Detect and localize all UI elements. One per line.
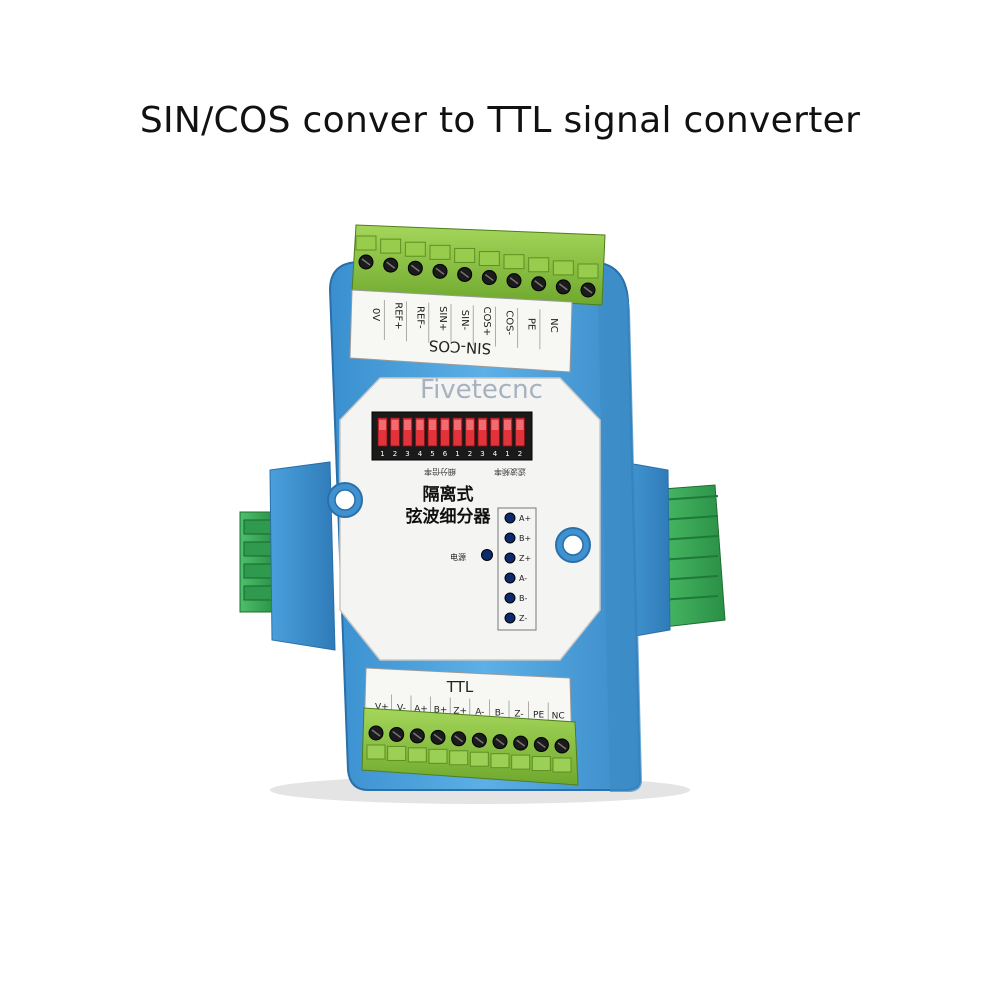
bottom-pin-label: V-: [397, 704, 406, 714]
status-led: [504, 612, 516, 624]
bottom-pin-label: A-: [475, 708, 484, 718]
bottom-terminal-block: [361, 707, 579, 786]
top-pin-label-strip: 0V REF+ REF- SIN+ SIN- COS+ COS- PE NC SIN-COS: [349, 289, 573, 373]
dip-switch-number: 4: [418, 450, 423, 458]
status-led-label: Z+: [519, 554, 531, 563]
status-led: [504, 512, 516, 524]
status-led: [504, 592, 516, 604]
dip-group-right-label: 滤波频率: [494, 467, 526, 477]
power-led: [481, 549, 493, 561]
dip-switch: [477, 417, 488, 447]
device-title-line2: 弦波细分器: [406, 506, 492, 527]
top-terminal-block: [351, 224, 606, 306]
dip-switch: [377, 417, 388, 447]
top-pin-label: NC: [548, 318, 559, 332]
dip-switch: [465, 417, 475, 447]
dip-group-left-label: 细分倍率: [424, 467, 456, 477]
power-led-group: 电源: [450, 549, 493, 562]
dip-switch-number: 1: [505, 450, 509, 458]
top-header-label: SIN-COS: [428, 336, 491, 357]
dip-switch: [515, 417, 525, 447]
bottom-pin-label: B-: [495, 709, 504, 719]
top-pin-label: REF-: [415, 306, 426, 329]
caption-title: SIN/COS conver to TTL signal converter: [139, 100, 861, 141]
device-title-line1: 隔离式: [423, 484, 474, 505]
dip-switch: [440, 417, 450, 447]
housing-right-edge: [585, 264, 642, 793]
dip-switch: [490, 417, 500, 447]
dip-switch-number: 2: [393, 450, 397, 458]
bottom-pin-label: NC: [552, 712, 565, 722]
bottom-pin-label: Z+: [453, 707, 467, 717]
status-led-label: B-: [519, 594, 527, 603]
status-led-column: A+ B+ Z+ A- B- Z-: [497, 507, 537, 631]
bottom-pin-label: B+: [434, 706, 448, 716]
status-led-label: A-: [519, 574, 527, 583]
dip-switch: [502, 417, 513, 447]
status-led: [504, 532, 516, 544]
top-pin-label: PE: [526, 318, 537, 330]
dip-switch-number: 2: [468, 450, 472, 458]
dip-switch-number: 1: [380, 450, 384, 458]
dip-switch-number: 2: [518, 450, 522, 458]
dip-switch-number: 3: [405, 450, 409, 458]
status-led-label: A+: [519, 514, 531, 523]
dip-switch: [402, 417, 413, 447]
status-led: [504, 572, 516, 584]
bottom-pin-label: PE: [533, 711, 544, 721]
dip-switch-number: 4: [493, 450, 498, 458]
top-pin-label: REF+: [392, 302, 403, 329]
top-pin-label: SIN-: [459, 310, 470, 331]
top-pin-label: SIN+: [437, 306, 448, 331]
top-pin-label: COS-: [503, 310, 514, 335]
dip-switch: [427, 417, 438, 447]
mounting-hole-left: [327, 482, 363, 518]
watermark-text: Fivetecnc: [420, 375, 543, 405]
bottom-pin-label: A+: [414, 705, 428, 715]
status-led-label: B+: [519, 534, 531, 543]
power-led-label: 电源: [450, 552, 466, 562]
top-pin-label: COS+: [481, 307, 492, 337]
status-led-label: Z-: [519, 614, 527, 623]
dip-switch: [452, 417, 463, 447]
dip-switch: [390, 417, 400, 447]
dip-switch-number: 6: [443, 450, 448, 458]
dip-switch-number: 3: [480, 450, 484, 458]
mounting-hole-right: [555, 527, 591, 563]
bottom-pin-label: Z-: [514, 710, 523, 720]
status-led: [504, 552, 516, 564]
bottom-pin-label: V+: [375, 703, 389, 713]
top-pin-label: 0V: [370, 308, 381, 321]
left-din-rail-clip: [269, 461, 336, 651]
dip-switch: [415, 417, 425, 447]
dip-switch-number: 1: [455, 450, 459, 458]
dip-switch-number: 5: [430, 450, 434, 458]
bottom-header-label: TTL: [446, 678, 474, 696]
